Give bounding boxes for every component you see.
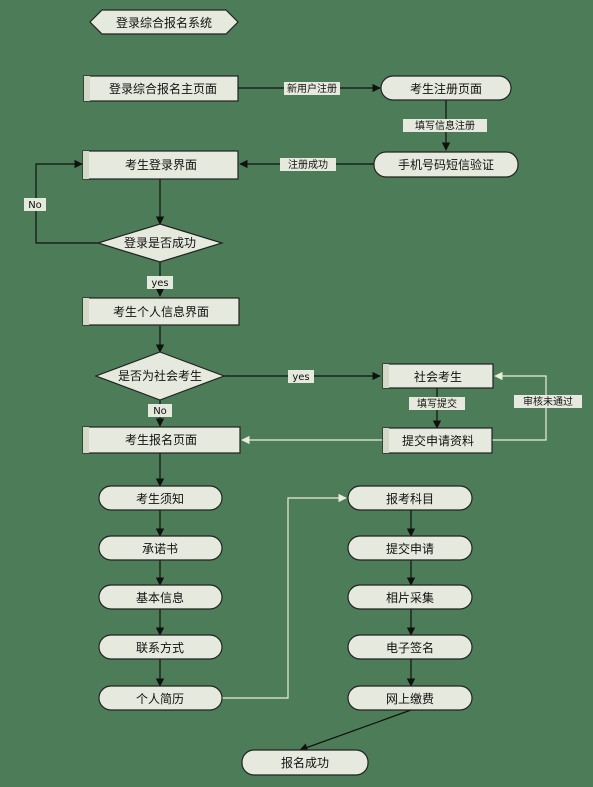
svg-text:是否为社会考生: 是否为社会考生	[118, 368, 202, 383]
svg-text:承诺书: 承诺书	[142, 542, 178, 556]
svg-text:提交申请: 提交申请	[386, 541, 434, 556]
edge-label-login-yes: yes	[151, 278, 168, 289]
node-social-candidate: 社会考生	[382, 363, 494, 389]
svg-text:相片采集: 相片采集	[386, 590, 434, 605]
node-is-social: 是否为社会考生	[94, 351, 226, 401]
svg-text:报考科目: 报考科目	[386, 491, 434, 506]
node-commitment: 承诺书	[98, 535, 223, 561]
node-main-page: 登录综合报名主页面	[83, 75, 239, 102]
node-photo: 相片采集	[347, 584, 473, 610]
edge-label-back-to-login: 注册成功	[288, 158, 328, 171]
svg-text:考生注册页面: 考生注册页面	[410, 81, 482, 96]
edge-label-social-yes: yes	[292, 372, 309, 383]
svg-text:手机号码短信验证: 手机号码短信验证	[398, 157, 494, 172]
svg-text:报名成功: 报名成功	[281, 755, 329, 770]
svg-text:联系方式: 联系方式	[136, 640, 184, 655]
svg-text:考生登录界面: 考生登录界面	[125, 157, 197, 172]
node-subjects: 报考科目	[347, 485, 473, 511]
svg-text:考生个人信息界面: 考生个人信息界面	[113, 304, 209, 319]
node-login-page: 考生登录界面	[82, 150, 239, 180]
edge-payment-to-done	[299, 709, 412, 752]
svg-text:网上缴费: 网上缴费	[386, 691, 434, 706]
svg-text:提交申请资料: 提交申请资料	[402, 433, 474, 448]
node-contact: 联系方式	[98, 634, 223, 660]
node-start: 登录综合报名系统	[89, 9, 239, 35]
node-signup-page: 考生报名页面	[82, 426, 241, 454]
node-esign: 电子签名	[347, 634, 473, 660]
node-login-success: 登录是否成功	[95, 223, 225, 263]
edge-label-to-sms: 填写信息注册	[415, 119, 475, 132]
edge-label-login-no: No	[28, 200, 42, 211]
svg-text:登录综合报名主页面: 登录综合报名主页面	[109, 81, 217, 96]
node-submit-materials: 提交申请资料	[382, 427, 493, 454]
node-sms-verify: 手机号码短信验证	[373, 151, 519, 178]
node-submit-apply: 提交申请	[347, 535, 473, 561]
node-basic-info: 基本信息	[98, 584, 223, 610]
svg-text:基本信息: 基本信息	[136, 590, 184, 605]
edge-label-to-register: 新用户注册	[287, 82, 337, 95]
node-resume: 个人简历	[98, 685, 223, 711]
svg-text:考生报名页面: 考生报名页面	[125, 432, 197, 447]
edge-labels: 新用户注册 填写信息注册 注册成功 No yes yes No 填写提交 审核未…	[24, 82, 582, 417]
node-notice: 考生须知	[98, 485, 223, 511]
edge-label-fill-submit: 填写提交	[417, 397, 457, 410]
edge-resume-to-subjects	[222, 493, 347, 699]
node-personal-info: 考生个人信息界面	[82, 297, 240, 326]
node-register-page: 考生注册页面	[380, 75, 512, 101]
node-done: 报名成功	[241, 749, 369, 776]
node-payment: 网上缴费	[347, 685, 473, 711]
svg-text:登录综合报名系统: 登录综合报名系统	[116, 15, 212, 30]
svg-text:个人简历: 个人简历	[136, 692, 184, 706]
svg-text:登录是否成功: 登录是否成功	[124, 235, 196, 250]
edge-label-social-no: No	[153, 406, 167, 417]
svg-text:考生须知: 考生须知	[136, 492, 184, 506]
svg-text:社会考生: 社会考生	[414, 369, 462, 384]
edge-label-review-fail: 审核未通过	[523, 395, 573, 408]
nodes: 登录综合报名系统 登录综合报名主页面 考生注册页面 手机号码短信验证 考生登录界…	[82, 9, 519, 776]
svg-text:电子签名: 电子签名	[386, 640, 434, 655]
